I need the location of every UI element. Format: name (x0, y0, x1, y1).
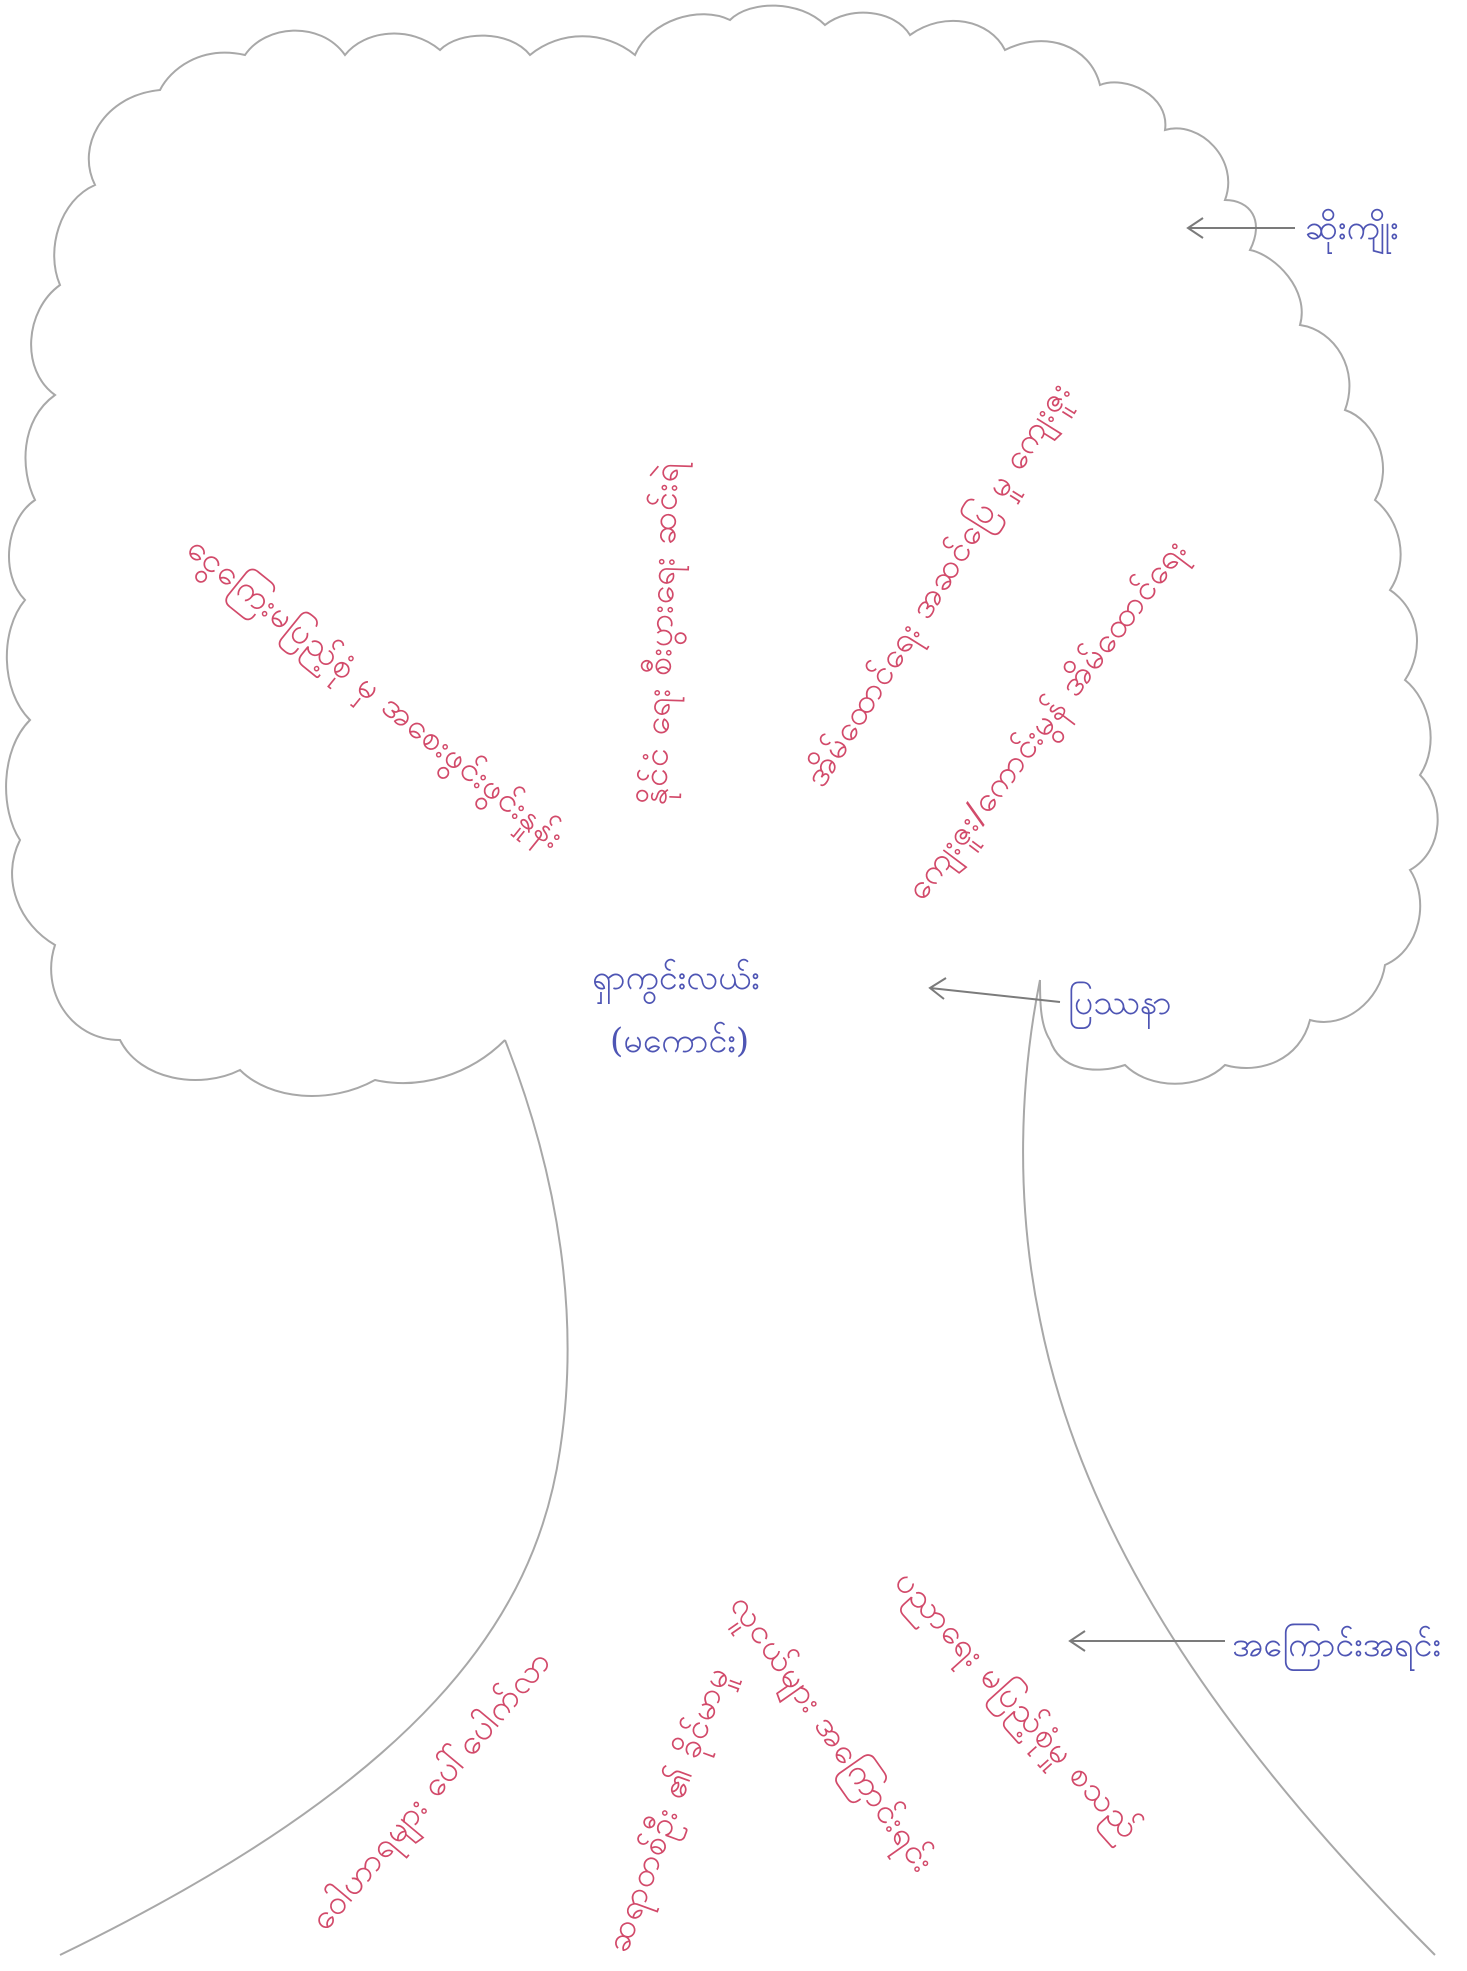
label-trunk-problem: ပြဿနာ (1068, 980, 1172, 1031)
label-roots-causes: အကြောင်းအရင်း (1232, 1622, 1441, 1673)
problem-line-1: ရှာကွင်းလယ်း (592, 955, 760, 1006)
tree-trunk-left (60, 1040, 568, 1955)
problem-line-2: (မကောင်း) (610, 1018, 749, 1069)
label-leaves-effects: ဆိုးကျိုး (1305, 205, 1399, 256)
